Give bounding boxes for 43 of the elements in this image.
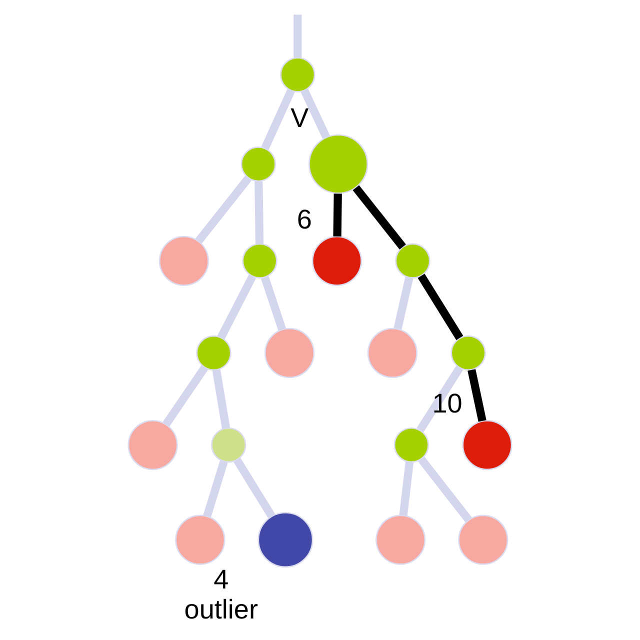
node-label: outlier: [184, 593, 258, 624]
connector: [333, 194, 342, 236]
connector: [217, 274, 256, 340]
node-circle: [462, 420, 512, 470]
connector: [162, 365, 208, 426]
connector: [300, 88, 330, 139]
node-circle: [367, 328, 418, 378]
node-circle: [458, 514, 508, 565]
node-circle: [258, 512, 314, 568]
node-circle: [242, 243, 278, 279]
node-circle: [211, 427, 246, 463]
node-circle: [312, 236, 362, 286]
connector: [261, 88, 295, 150]
node-circle: [196, 335, 232, 371]
node-label: 6: [296, 203, 312, 234]
connector: [294, 14, 302, 58]
node-label: 10: [432, 388, 462, 419]
connector: [203, 460, 228, 518]
connector: [254, 181, 264, 244]
connector: [212, 369, 230, 429]
node-label: 4: [214, 564, 229, 595]
node-circle: [158, 236, 209, 286]
connector: [399, 462, 414, 516]
connector: [352, 185, 406, 250]
node-circle: [240, 146, 276, 182]
node-circle: [395, 243, 430, 279]
node-circle: [264, 328, 315, 378]
node-circle: [450, 335, 486, 371]
node-circle: [308, 134, 368, 194]
connector: [260, 276, 286, 331]
connector: [418, 456, 472, 523]
connector: [418, 274, 464, 340]
connector: [416, 366, 464, 432]
node-circle: [280, 57, 316, 92]
connector: [394, 276, 414, 330]
connector: [468, 369, 486, 422]
node-circle: [175, 514, 226, 565]
node-circle: [376, 514, 426, 565]
node-label: V: [290, 102, 309, 133]
connector: [195, 176, 252, 244]
node-circle: [128, 420, 178, 470]
node-circle: [394, 427, 429, 463]
connector: [234, 458, 276, 518]
